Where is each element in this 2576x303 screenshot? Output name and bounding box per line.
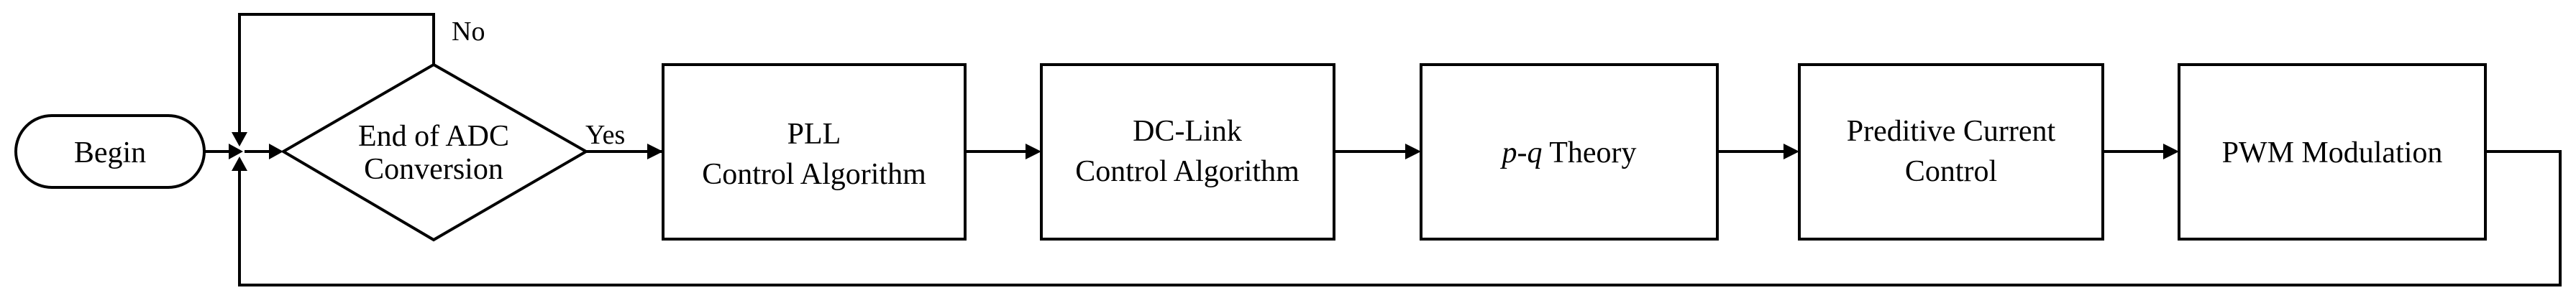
- arrowhead-to-pwm: [2163, 144, 2179, 159]
- pq-theory-rest: Theory: [1542, 136, 1636, 169]
- no-edge-label: No: [452, 17, 485, 47]
- pq-theory-italic: p-q: [1499, 136, 1542, 169]
- pq-theory-label: p-q Theory: [1499, 136, 1636, 169]
- arrowhead-feedback: [232, 157, 247, 171]
- pwm-label: PWM Modulation: [2222, 136, 2443, 169]
- edge-pwm-feedback-loop: [238, 150, 2562, 286]
- arrowhead-to-predictive: [1783, 144, 1799, 159]
- dc-link-label-line2: Control Algorithm: [1075, 155, 1300, 188]
- pll-label-line1: PLL: [787, 118, 841, 151]
- arrowhead-no-loop: [232, 132, 247, 146]
- pwm-modulation-box: [2178, 63, 2487, 241]
- dc-link-box: [1040, 63, 1335, 241]
- adc-decision-diamond: [280, 62, 590, 242]
- begin-terminator: [14, 114, 206, 189]
- pll-label-line2: Control Algorithm: [702, 158, 926, 191]
- adc-decision-label-line2: Conversion: [364, 153, 503, 186]
- dc-link-label-line1: DC-Link: [1133, 115, 1242, 148]
- predictive-label-line2: Control: [1905, 155, 1997, 188]
- yes-edge-label: Yes: [585, 120, 625, 150]
- predictive-current-control-box: [1798, 63, 2104, 241]
- arrowhead-to-pq: [1405, 144, 1421, 159]
- begin-label: Begin: [74, 136, 146, 169]
- pq-theory-box: [1420, 63, 1719, 241]
- arrowhead-to-pll: [647, 144, 663, 159]
- predictive-label-line1: Preditive Current: [1847, 115, 2056, 148]
- adc-decision-label-line1: End of ADC: [358, 120, 509, 153]
- edge-decision-no-loop: [238, 13, 435, 138]
- arrowhead-begin-to-decision: [229, 144, 243, 159]
- pll-box: [662, 63, 967, 241]
- arrowhead-to-dclink: [1026, 144, 1041, 159]
- arrowhead-junction-to-decision: [269, 144, 283, 159]
